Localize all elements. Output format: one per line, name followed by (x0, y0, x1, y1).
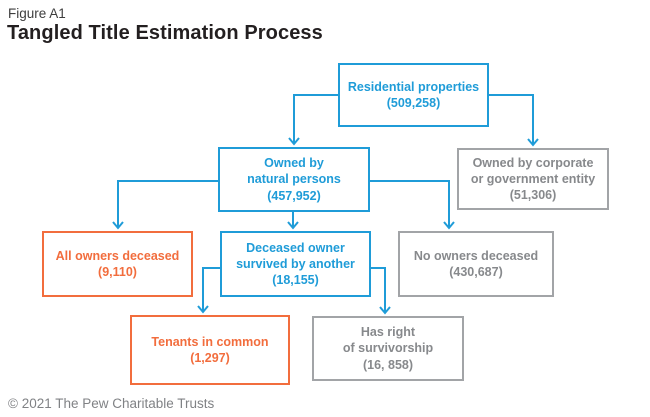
node-tenants-in-common: Tenants in common (1,297) (130, 315, 290, 385)
arrowhead-icon (379, 306, 391, 315)
node-label: All owners deceased (55, 248, 180, 263)
node-label: Deceased owner survived by another (236, 240, 355, 271)
connector-residential-natural (293, 94, 338, 144)
node-label: Owned by corporate or government entity (470, 155, 596, 186)
connector-natural-nodeceased (370, 180, 450, 228)
node-deceased-owner-survived: Deceased owner survived by another (18,1… (220, 231, 371, 297)
arrowhead-icon (527, 138, 539, 147)
node-owned-by-corporate-or-government: Owned by corporate or government entity … (457, 148, 609, 210)
figure-title: Tangled Title Estimation Process (7, 22, 323, 44)
node-value: (509,258) (386, 96, 441, 110)
node-all-owners-deceased: All owners deceased (9,110) (42, 231, 193, 297)
node-value: (18,155) (272, 273, 319, 288)
node-value: (430,687) (449, 265, 503, 279)
node-label: Has right of survivorship (342, 325, 434, 356)
node-label: Tenants in common (151, 334, 269, 349)
node-residential-properties: Residential properties (509,258) (338, 63, 489, 127)
node-label: No owners deceased (413, 248, 539, 263)
arrowhead-icon (197, 305, 209, 314)
node-value: (457,952) (267, 188, 321, 203)
node-value: (51,306) (509, 188, 557, 203)
figure-label: Figure A1 (8, 6, 66, 21)
arrowhead-icon (287, 221, 299, 230)
connector-natural-alldeceased (117, 180, 218, 228)
connector-survived-survivorship (370, 267, 386, 313)
arrowhead-icon (288, 137, 300, 146)
node-label: Residential properties (347, 79, 480, 94)
connector-survived-tenants (202, 267, 220, 312)
connector-residential-corporate (488, 94, 534, 145)
node-value: (16, 858) (362, 357, 414, 372)
copyright-notice: © 2021 The Pew Charitable Trusts (8, 396, 215, 411)
node-value: (9,110) (98, 265, 137, 279)
arrowhead-icon (112, 221, 124, 230)
node-owned-by-natural-persons: Owned by natural persons (457,952) (218, 147, 370, 212)
node-has-right-of-survivorship: Has right of survivorship (16, 858) (312, 316, 464, 381)
arrowhead-icon (443, 221, 455, 230)
node-value: (1,297) (190, 351, 230, 365)
node-label: Owned by natural persons (247, 156, 341, 187)
node-no-owners-deceased: No owners deceased (430,687) (398, 231, 554, 297)
